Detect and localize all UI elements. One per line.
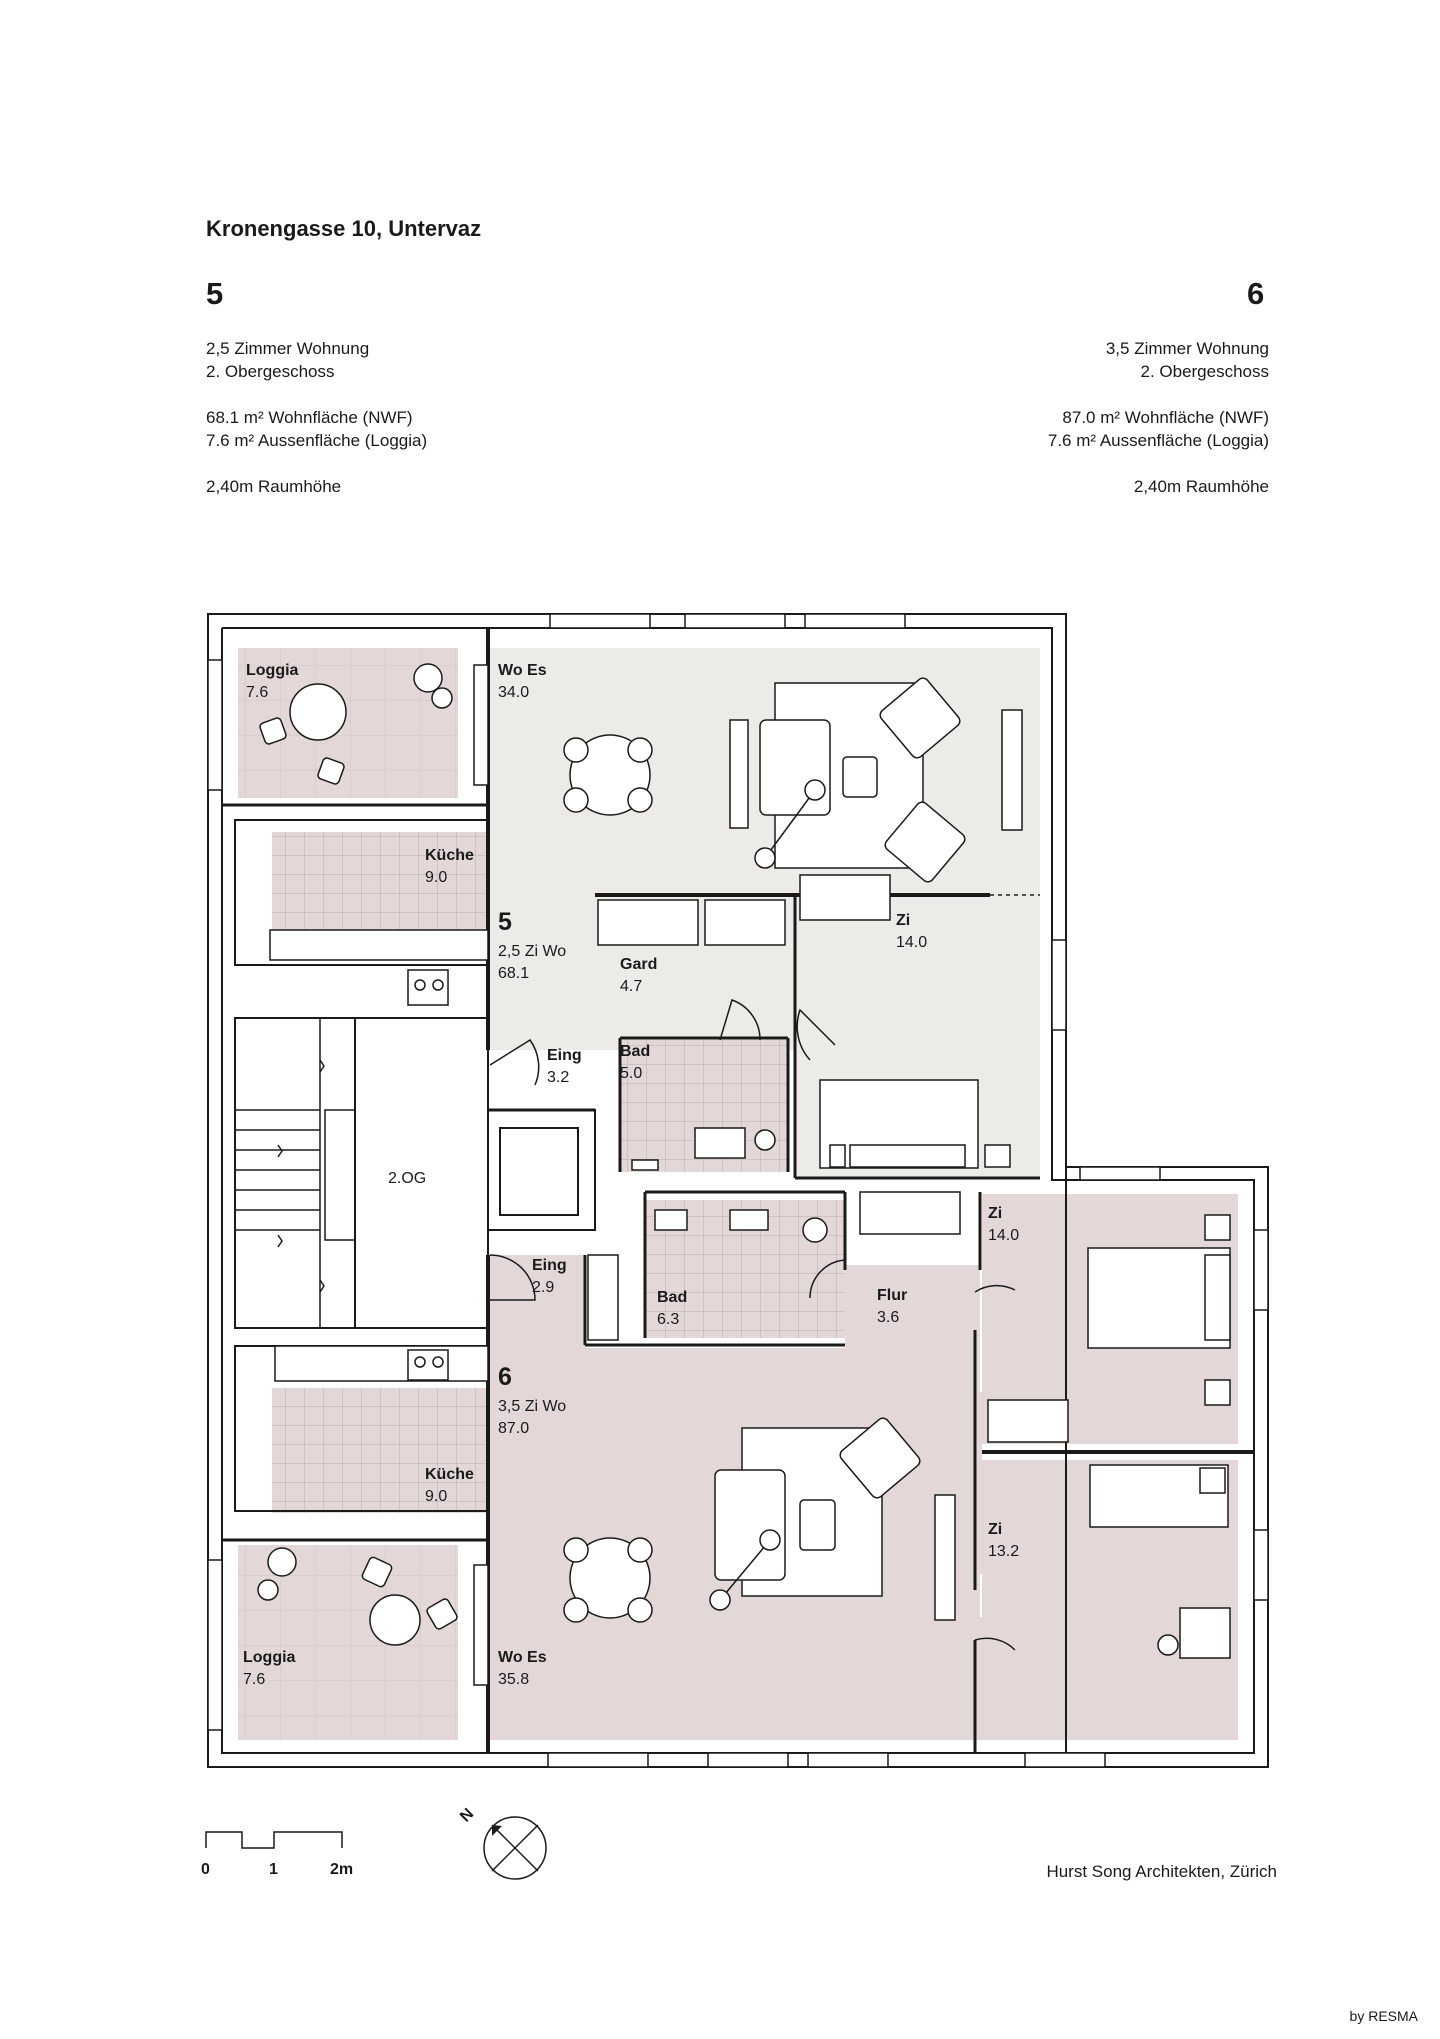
room-labels: Loggia 7.6 Wo Es 34.0 Küche 9.0 5 2,5 Zi… — [243, 662, 1019, 1688]
unit-5-living-area: 68.1 m² Wohnfläche (NWF) — [206, 408, 413, 427]
unit-5-type: 2,5 Zimmer Wohnung — [206, 339, 370, 358]
windows — [207, 613, 1269, 1768]
eing-5-area: 3.2 — [547, 1069, 569, 1086]
unit-5-outdoor-area: 7.6 m² Aussenfläche (Loggia) — [206, 431, 428, 450]
bad-5-name: Bad — [620, 1043, 650, 1060]
unit-5-number: 5 — [206, 276, 224, 311]
kueche-5-area: 9.0 — [425, 869, 447, 886]
unit-6-type: 3,5 Zimmer Wohnung — [1105, 339, 1269, 358]
woes-6-name: Wo Es — [498, 1649, 547, 1666]
eing-6-name: Eing — [532, 1257, 567, 1274]
unit-6-floor: 2. Obergeschoss — [1140, 362, 1269, 381]
furniture-unit-5 — [259, 663, 1023, 1171]
page-title: Kronengasse 10, Untervaz — [206, 216, 482, 241]
north-arrow-icon: N — [457, 1805, 547, 1880]
bad-6-name: Bad — [657, 1289, 687, 1306]
woes-5-name: Wo Es — [498, 662, 547, 679]
unit-6-label-area: 87.0 — [498, 1420, 529, 1437]
doors — [489, 894, 1040, 1651]
loggia-5-area: 7.6 — [246, 684, 268, 701]
bad-6-area: 6.3 — [657, 1311, 679, 1328]
unit-5-label-area: 68.1 — [498, 965, 529, 982]
scale-bar: 0 1 2m — [201, 1831, 353, 1878]
eing-5-name: Eing — [547, 1047, 582, 1064]
zi-6a-area: 14.0 — [988, 1227, 1019, 1244]
unit-5-info: 2,5 Zimmer Wohnung 2. Obergeschoss 68.1 … — [206, 337, 427, 498]
bad-5-area: 5.0 — [620, 1065, 642, 1082]
scale-label-1: 1 — [269, 1861, 278, 1878]
woes-5-area: 34.0 — [498, 684, 529, 701]
loggia-5-name: Loggia — [246, 662, 299, 679]
woes-6-area: 35.8 — [498, 1671, 529, 1688]
unit-6-room-height: 2,40m Raumhöhe — [1133, 477, 1269, 496]
unit-6-outdoor-area: 7.6 m² Aussenfläche (Loggia) — [1047, 431, 1269, 450]
zi-5-area: 14.0 — [896, 934, 927, 951]
loggia-6-name: Loggia — [243, 1649, 296, 1666]
watermark: by RESMA — [1349, 2008, 1418, 2024]
gard-5-name: Gard — [620, 956, 657, 973]
scale-label-0: 0 — [201, 1861, 210, 1878]
kueche-6-name: Küche — [425, 1466, 474, 1483]
loggia-6-area: 7.6 — [243, 1671, 265, 1688]
unit-6-number: 6 — [1247, 276, 1265, 311]
eing-6-area: 2.9 — [532, 1279, 554, 1296]
stairwell — [235, 1018, 356, 1328]
north-label: N — [457, 1805, 477, 1825]
unit-6-label-number: 6 — [498, 1363, 512, 1391]
unit-6-info: 3,5 Zimmer Wohnung 2. Obergeschoss 87.0 … — [1048, 337, 1269, 498]
kueche-5-name: Küche — [425, 847, 474, 864]
zi-6b-area: 13.2 — [988, 1543, 1019, 1560]
flur-6-area: 3.6 — [877, 1309, 899, 1326]
unit-5-label-number: 5 — [498, 908, 512, 936]
zi-6b-name: Zi — [988, 1521, 1002, 1538]
gard-5-area: 4.7 — [620, 978, 642, 995]
flur-6-name: Flur — [877, 1287, 907, 1304]
scale-label-2m: 2m — [330, 1861, 353, 1878]
unit-5-label-name: 2,5 Zi Wo — [498, 943, 566, 960]
kueche-6-area: 9.0 — [425, 1488, 447, 1505]
stairwell-label: 2.OG — [388, 1170, 426, 1187]
unit-5-floor: 2. Obergeschoss — [206, 362, 335, 381]
unit-5-room-height: 2,40m Raumhöhe — [206, 477, 342, 496]
furniture-unit-6 — [257, 1209, 1231, 1659]
zi-6a-name: Zi — [988, 1205, 1002, 1222]
zi-5-name: Zi — [896, 912, 910, 929]
architect-credit: Hurst Song Architekten, Zürich — [1046, 1862, 1277, 1881]
unit-6-label-name: 3,5 Zi Wo — [498, 1398, 566, 1415]
unit-6-living-area: 87.0 m² Wohnfläche (NWF) — [1062, 408, 1269, 427]
